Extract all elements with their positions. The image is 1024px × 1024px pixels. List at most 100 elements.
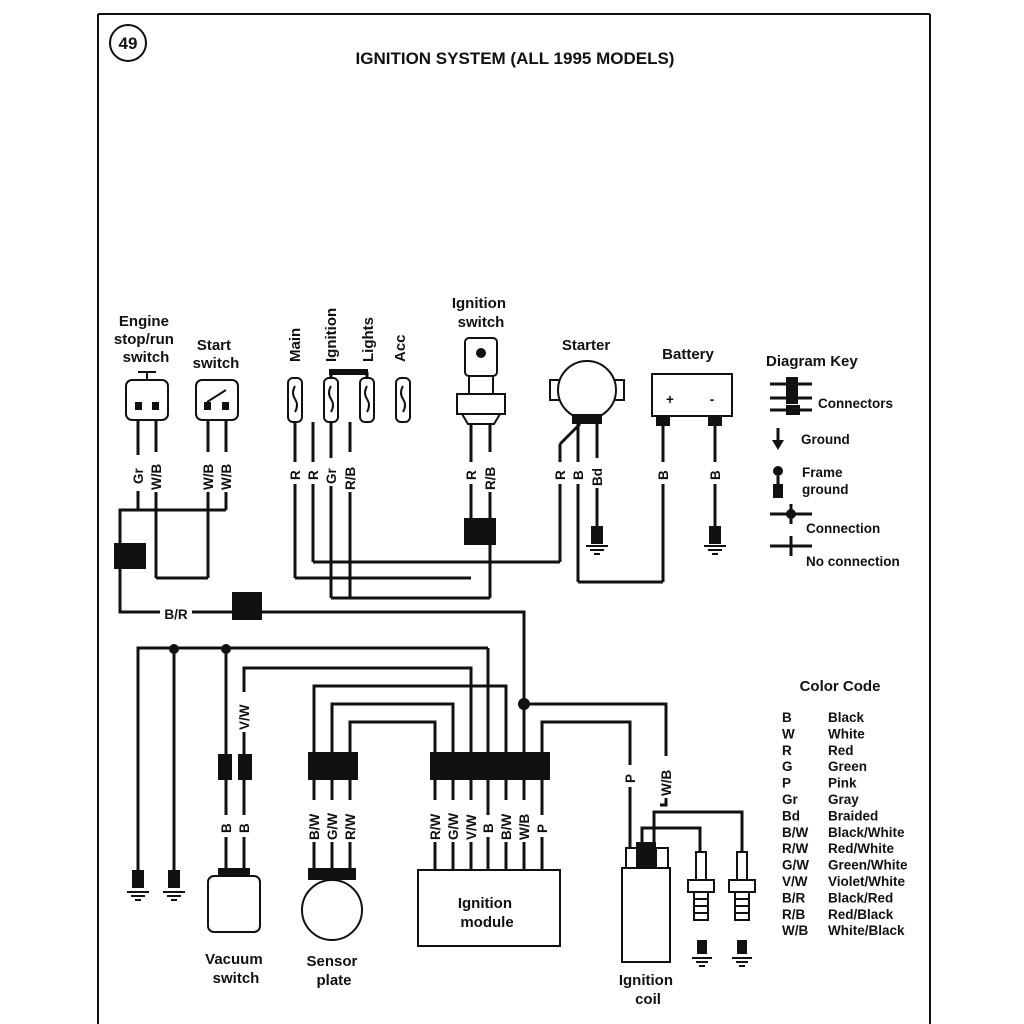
color-code-abbrev: Bd — [782, 808, 800, 823]
ignition-coil-label: Ignition coil — [619, 972, 677, 1008]
battery-label: Battery — [662, 346, 714, 363]
color-code-name: Red/Black — [828, 907, 894, 922]
battery-symbol — [651, 373, 733, 426]
svg-text:Bd: Bd — [590, 468, 605, 486]
color-code-abbrev: R/B — [782, 907, 806, 922]
ignition-module-label: Ignition module — [458, 895, 516, 931]
color-code-name: Pink — [828, 776, 857, 791]
color-code-name: Black/White — [828, 825, 905, 840]
engine-stop-switch-label: Engine stop/run switch — [114, 313, 178, 366]
color-code-name: Violet/White — [828, 874, 905, 889]
color-code-abbrev: R/W — [782, 841, 809, 856]
start-switch-symbol — [195, 379, 239, 421]
ignition-switch-label: Ignition switch — [452, 295, 510, 331]
svg-text:G/W: G/W — [325, 813, 340, 840]
fuse-ignition-label: Ignition — [323, 308, 340, 362]
color-code-name: Black/Red — [828, 890, 893, 905]
starter-label: Starter — [562, 337, 611, 354]
key-connector-symbol — [770, 377, 812, 415]
key-frame-ground-label: Frame ground — [802, 465, 849, 497]
figure-number: 49 — [119, 34, 138, 53]
svg-text:R/W: R/W — [343, 814, 358, 841]
ignition-coil-symbol — [621, 810, 744, 963]
svg-text:B: B — [708, 470, 723, 480]
color-code-name: Red — [828, 743, 854, 758]
key-connection-symbol — [770, 504, 812, 524]
engine-stop-switch-symbol — [125, 371, 169, 421]
spark-plug-2 — [728, 851, 756, 967]
spark-plug-1 — [687, 851, 715, 967]
svg-text:R: R — [553, 470, 568, 480]
color-code-abbrev: B/W — [782, 825, 809, 840]
color-code-name: Green — [828, 759, 867, 774]
key-ground-symbol — [772, 428, 784, 450]
sensor-plate-symbol — [301, 868, 363, 941]
svg-text:P: P — [535, 824, 550, 833]
svg-text:Gr: Gr — [131, 467, 146, 484]
sensor-plate-label: Sensor plate — [306, 953, 361, 989]
color-code-name: Red/White — [828, 841, 894, 856]
vacuum-switch-label: Vacuum switch — [205, 951, 267, 987]
top-wire-labels: Gr W/B W/B W/B R R Gr R/B R R/B R B Bd B… — [130, 452, 723, 492]
ignition-module-symbol — [417, 869, 561, 947]
svg-text:V/W: V/W — [464, 814, 479, 840]
starter-symbol — [549, 360, 625, 446]
color-code-name: Gray — [828, 792, 859, 807]
ground-starter — [586, 526, 608, 555]
fuse-acc-label: Acc — [392, 334, 409, 362]
vacuum-switch-symbol — [207, 868, 261, 933]
connector-left — [114, 543, 146, 569]
key-frame-ground-symbol — [773, 466, 783, 498]
start-switch-label: Start switch — [193, 337, 240, 372]
ignition-switch-symbol — [456, 337, 506, 425]
svg-text:G/W: G/W — [446, 813, 461, 840]
key-connectors-label: Connectors — [818, 396, 893, 411]
color-code-name: White — [828, 726, 865, 741]
key-no-connection-label: No connection — [806, 554, 900, 569]
key-connection-label: Connection — [806, 521, 880, 536]
color-code-name: Braided — [828, 808, 878, 823]
svg-text:W/B: W/B — [149, 464, 164, 490]
svg-text:R/B: R/B — [483, 467, 498, 491]
color-code-name: White/Black — [828, 923, 905, 938]
color-code-abbrev: V/W — [782, 874, 808, 889]
upper-harness — [114, 508, 663, 704]
diagram-key-title: Diagram Key — [766, 353, 858, 370]
ground-left-1 — [127, 870, 149, 901]
color-code-name: Black — [828, 710, 865, 725]
key-no-connection-symbol — [770, 536, 812, 556]
lower-wire-labels: V/W B B B/W G/W R/W R/W G/W V/W B B/W W/… — [218, 692, 674, 842]
color-code-abbrev: R — [782, 743, 792, 758]
br-wire-label: B/R — [164, 607, 188, 622]
svg-text:R: R — [306, 470, 321, 480]
color-code-abbrev: W/B — [782, 923, 808, 938]
color-code-abbrev: B — [782, 710, 792, 725]
ground-battery — [704, 526, 726, 555]
color-code-abbrev: G/W — [782, 858, 809, 873]
battery-minus: - — [710, 392, 715, 407]
svg-text:R: R — [288, 470, 303, 480]
color-code-abbrev: G — [782, 759, 793, 774]
svg-text:B/W: B/W — [307, 814, 322, 841]
svg-text:Gr: Gr — [324, 467, 339, 484]
svg-text:P: P — [623, 774, 638, 783]
color-code-abbrev: P — [782, 776, 791, 791]
color-code-abbrev: Gr — [782, 792, 799, 807]
fuse-main-label: Main — [287, 328, 304, 362]
svg-text:R/B: R/B — [343, 467, 358, 491]
color-code-abbrev: B/R — [782, 890, 806, 905]
svg-text:W/B: W/B — [517, 814, 532, 840]
svg-text:B: B — [571, 470, 586, 480]
svg-text:B: B — [656, 470, 671, 480]
color-code-name: Green/White — [828, 858, 908, 873]
key-ground-label: Ground — [801, 432, 850, 447]
svg-text:W/B: W/B — [219, 464, 234, 490]
ground-left-2 — [163, 870, 185, 901]
svg-text:B/W: B/W — [499, 814, 514, 841]
lower-harness — [136, 644, 668, 870]
svg-text:R/W: R/W — [428, 814, 443, 841]
connector-br — [232, 592, 262, 620]
svg-text:W/B: W/B — [201, 464, 216, 490]
